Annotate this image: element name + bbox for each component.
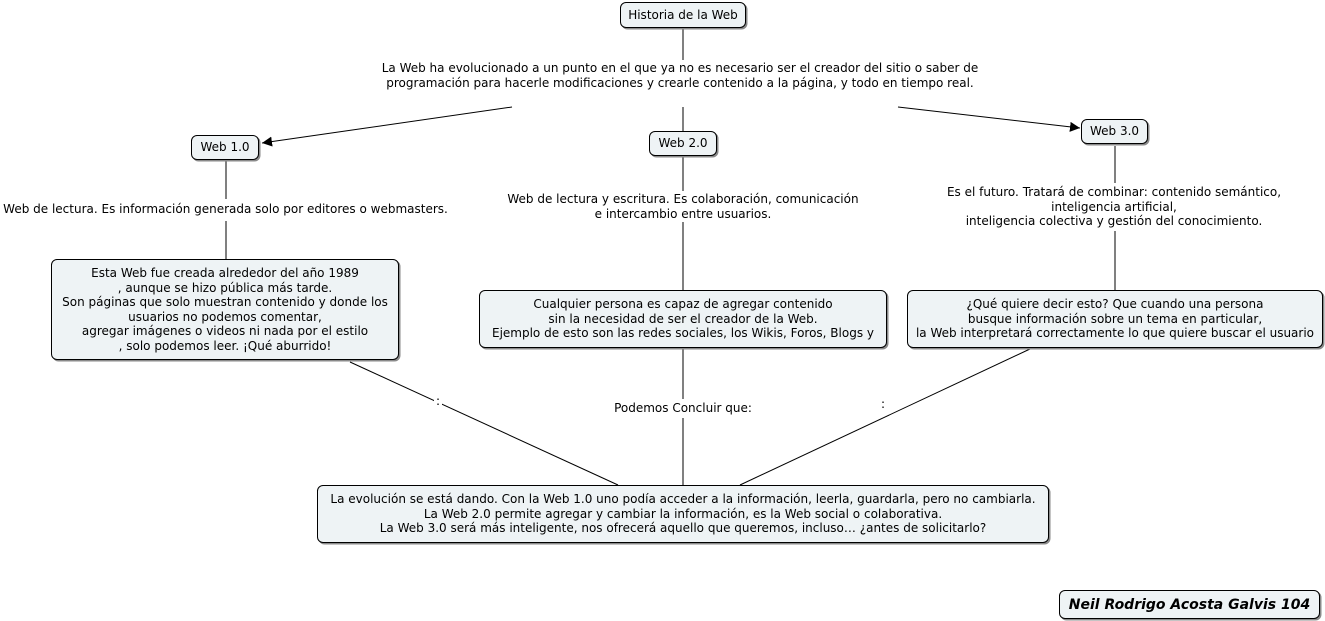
author-signature[interactable]: Neil Rodrigo Acosta Galvis 104 xyxy=(1059,590,1320,619)
intro-text: La Web ha evolucionado a un punto en el … xyxy=(370,61,990,90)
web1-description: Web de lectura. Es información generada … xyxy=(0,202,451,217)
link-separator-left: : xyxy=(434,394,443,408)
line-web3detail-conclusion xyxy=(739,348,1031,486)
web2-detail-node[interactable]: Cualquier persona es capaz de agregar co… xyxy=(479,290,887,348)
web1-node[interactable]: Web 1.0 xyxy=(191,135,259,160)
web1-detail-node[interactable]: Esta Web fue creada alrededor del año 19… xyxy=(51,259,399,360)
web3-description: Es el futuro. Tratará de combinar: conte… xyxy=(930,185,1298,229)
link-separator-right: : xyxy=(879,397,888,411)
conclusion-link-label: Podemos Concluir que: xyxy=(583,401,783,416)
line-web1detail-conclusion xyxy=(349,361,619,486)
title-node[interactable]: Historia de la Web xyxy=(620,2,746,28)
line-intro-web1 xyxy=(261,106,513,147)
web3-detail-node[interactable]: ¿Qué quiere decir esto? Que cuando una p… xyxy=(907,290,1323,348)
conclusion-node[interactable]: La evolución se está dando. Con la Web 1… xyxy=(317,485,1049,543)
web2-description: Web de lectura y escritura. Es colaborac… xyxy=(490,192,876,221)
web3-node[interactable]: Web 3.0 xyxy=(1081,119,1148,144)
line-intro-web3 xyxy=(897,106,1081,132)
web2-node[interactable]: Web 2.0 xyxy=(649,131,717,156)
